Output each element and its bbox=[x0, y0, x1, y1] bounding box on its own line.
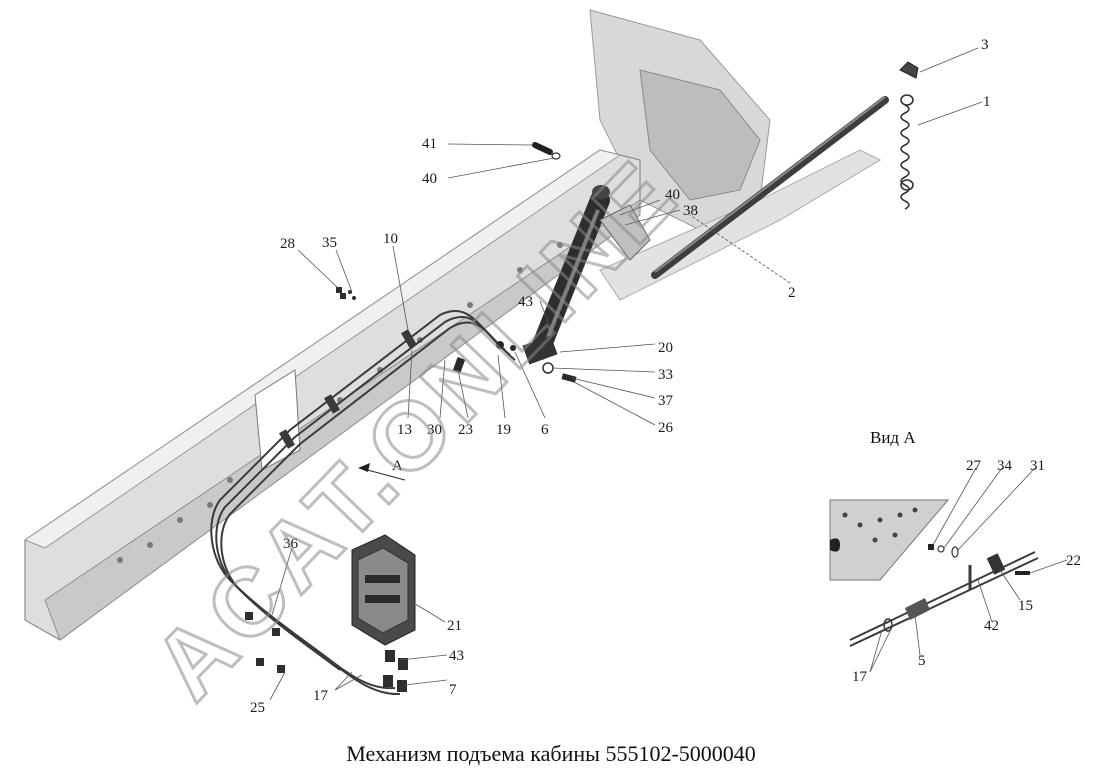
callout-20: 20 bbox=[658, 340, 673, 356]
callout-34: 34 bbox=[997, 458, 1013, 474]
view-marker-label: A bbox=[392, 458, 403, 474]
view-a-arrow: A bbox=[358, 458, 406, 481]
callout-37: 37 bbox=[658, 393, 674, 409]
diagram-caption: Механизм подъема кабины 555102-5000040 bbox=[346, 741, 756, 766]
callout-23: 23 bbox=[458, 422, 473, 438]
callout-17-view: 17 bbox=[852, 669, 868, 685]
callout-43-top: 43 bbox=[518, 294, 533, 310]
callout-7: 7 bbox=[449, 682, 457, 698]
callout-38: 38 bbox=[683, 203, 698, 219]
spring bbox=[900, 94, 914, 210]
callout-10: 10 bbox=[383, 231, 398, 247]
callout-6: 6 bbox=[541, 422, 549, 438]
callout-15: 15 bbox=[1018, 598, 1033, 614]
callout-17-main: 17 bbox=[313, 688, 329, 704]
callout-25: 25 bbox=[250, 700, 265, 716]
hardware-25-36 bbox=[245, 612, 285, 673]
callout-41: 41 bbox=[422, 136, 437, 152]
callout-28: 28 bbox=[280, 236, 295, 252]
callout-19: 19 bbox=[496, 422, 511, 438]
callout-3: 3 bbox=[981, 37, 989, 53]
clip bbox=[899, 61, 919, 79]
callout-36: 36 bbox=[283, 536, 299, 552]
fittings bbox=[452, 341, 577, 383]
callout-43-bottom: 43 bbox=[449, 648, 464, 664]
callout-2: 2 bbox=[788, 285, 796, 301]
hydraulic-pump bbox=[351, 534, 416, 646]
frame-beam bbox=[23, 149, 641, 641]
leader-lines bbox=[269, 47, 1068, 701]
hydraulic-lines bbox=[210, 309, 516, 696]
callout-40-top: 40 bbox=[422, 171, 437, 187]
callout-33: 33 bbox=[658, 367, 673, 383]
callout-13: 13 bbox=[397, 422, 412, 438]
callout-21: 21 bbox=[447, 618, 462, 634]
torsion-bar bbox=[651, 96, 889, 279]
callout-1: 1 bbox=[983, 94, 991, 110]
callout-27: 27 bbox=[966, 458, 982, 474]
callout-42: 42 bbox=[984, 618, 999, 634]
view-a-inset bbox=[829, 499, 1039, 647]
callout-22: 22 bbox=[1066, 553, 1081, 569]
line-clamps bbox=[279, 329, 417, 449]
lift-cylinder bbox=[522, 185, 651, 365]
callout-30: 30 bbox=[427, 422, 442, 438]
callout-35: 35 bbox=[322, 235, 337, 251]
callout-labels: 1 3 2 41 40 40 38 28 35 10 43 20 33 37 2… bbox=[250, 37, 1081, 716]
bolt-41 bbox=[532, 142, 561, 160]
callout-40-right: 40 bbox=[665, 187, 680, 203]
pump-fittings bbox=[383, 650, 408, 692]
callout-31: 31 bbox=[1030, 458, 1045, 474]
view-a-title: Вид А bbox=[870, 428, 916, 447]
hardware-28-35 bbox=[336, 287, 356, 300]
callout-5: 5 bbox=[918, 653, 926, 669]
callout-26: 26 bbox=[658, 420, 674, 436]
